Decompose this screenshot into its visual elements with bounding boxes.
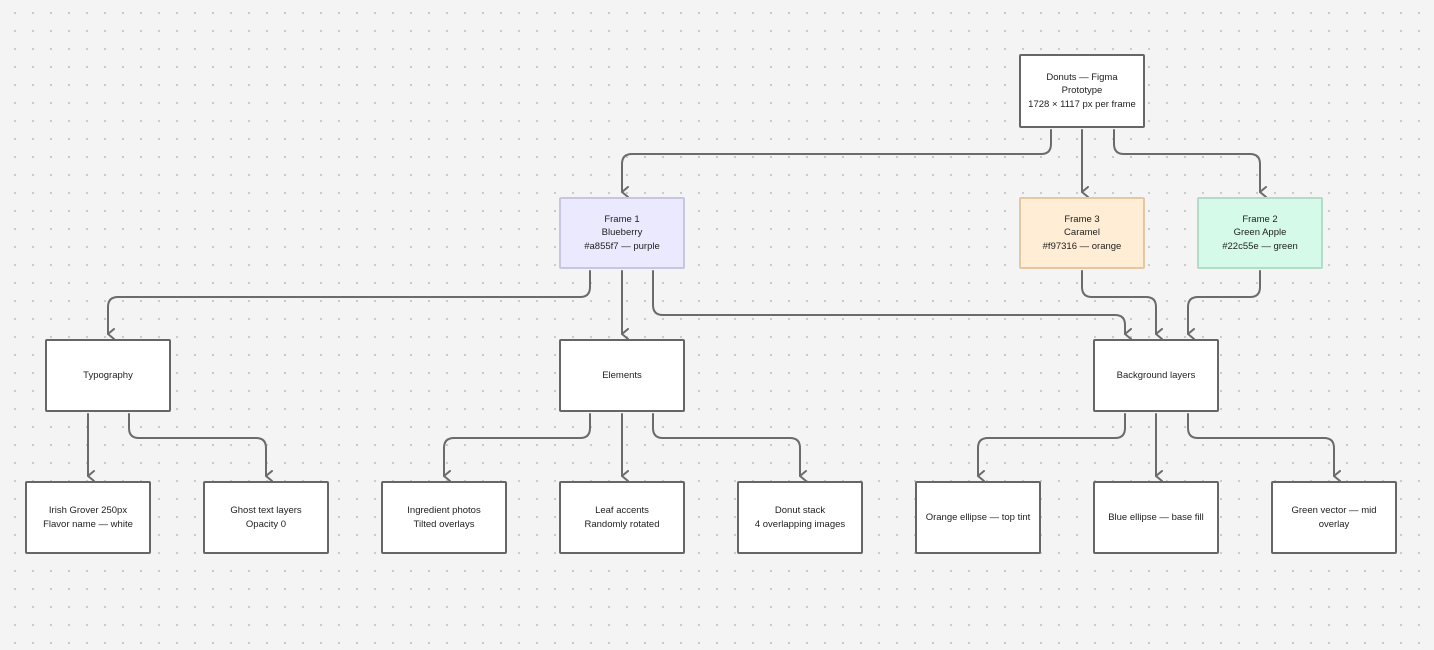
node-blue-ellipse[interactable]: Blue ellipse — base fill (1093, 481, 1219, 554)
node-frame2-green-apple[interactable]: Frame 2 Green Apple #22c55e — green (1197, 197, 1323, 269)
node-text-line: Randomly rotated (584, 518, 660, 530)
node-text-line: Irish Grover 250px (48, 505, 128, 516)
edge-frame3-background (1081, 270, 1163, 340)
node-text-line: #f97316 — orange (1042, 240, 1122, 252)
node-text-line: #22c55e — green (1222, 240, 1298, 252)
edge-frame1-background (652, 270, 1132, 340)
node-text-line: Flavor name — white (43, 518, 133, 530)
node-text-line: Green vector — mid (1291, 505, 1377, 516)
edge-elements-ingredient (443, 413, 591, 482)
node-text-line: Blue ellipse — base fill (1108, 511, 1204, 523)
node-text-line: Elements (602, 369, 642, 381)
node-ghost-text-layers[interactable]: Ghost text layers Opacity 0 (203, 481, 329, 554)
node-text-line: Frame 1 (604, 213, 640, 225)
node-typography[interactable]: Typography (45, 339, 171, 412)
edge-background-green (1187, 413, 1341, 482)
node-background-layers[interactable]: Background layers (1093, 339, 1219, 412)
edge-frame2-background (1187, 270, 1261, 340)
node-text-line: Ghost text layers (230, 505, 302, 516)
node-text-line: Donut stack (774, 505, 826, 516)
node-text-line: 1728 × 1117 px per frame (1028, 98, 1136, 110)
node-text-line: Green Apple (1233, 227, 1287, 239)
edge-background-orange (977, 413, 1126, 482)
node-text-line: Ingredient photos (407, 505, 481, 516)
node-text-line: Donuts — Figma (1046, 71, 1118, 83)
node-text-line: 4 overlapping images (754, 518, 846, 530)
node-root-donuts-prototype[interactable]: Donuts — Figma Prototype 1728 × 1117 px … (1019, 54, 1145, 128)
node-orange-ellipse[interactable]: Orange ellipse — top tint (915, 481, 1041, 554)
node-text-line: Caramel (1064, 227, 1100, 239)
node-text-line: #a855f7 — purple (584, 240, 660, 252)
node-text-line: Prototype (1061, 85, 1103, 97)
node-irish-grover[interactable]: Irish Grover 250px Flavor name — white (25, 481, 151, 554)
node-frame3-caramel[interactable]: Frame 3 Caramel #f97316 — orange (1019, 197, 1145, 269)
node-leaf-accents[interactable]: Leaf accents Randomly rotated (559, 481, 685, 554)
node-frame1-blueberry[interactable]: Frame 1 Blueberry #a855f7 — purple (559, 197, 685, 269)
edge-typography-ghost (128, 413, 273, 482)
node-text-line: Orange ellipse — top tint (925, 511, 1031, 523)
node-text-line: Leaf accents (595, 505, 649, 516)
edge-frame1-typography (107, 270, 591, 340)
node-text-line: Tilted overlays (413, 518, 475, 530)
node-donut-stack[interactable]: Donut stack 4 overlapping images (737, 481, 863, 554)
node-ingredient-photos[interactable]: Ingredient photos Tilted overlays (381, 481, 507, 554)
edge-root-frame2 (1113, 129, 1267, 198)
node-text-line: Typography (83, 369, 133, 381)
node-text-line: Frame 3 (1064, 213, 1100, 225)
edge-root-frame1 (621, 129, 1052, 198)
node-text-line: Background layers (1116, 369, 1196, 381)
node-green-vector[interactable]: Green vector — mid overlay (1271, 481, 1397, 554)
edge-elements-donut (652, 413, 807, 482)
node-elements[interactable]: Elements (559, 339, 685, 412)
node-text-line: Frame 2 (1242, 213, 1278, 225)
node-text-line: Blueberry (601, 227, 643, 239)
node-text-line: Opacity 0 (245, 518, 287, 530)
node-text-line: overlay (1318, 518, 1350, 530)
